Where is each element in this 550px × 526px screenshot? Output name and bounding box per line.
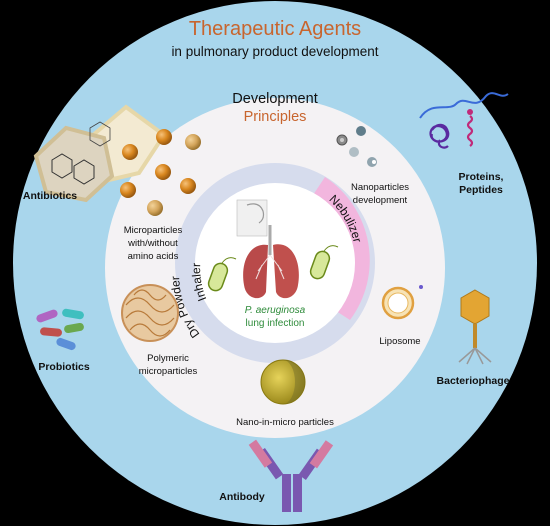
nebulizer-band: [313, 177, 370, 320]
microparticles-label-3: amino acids: [127, 251, 179, 262]
bacterium-left-icon: [207, 257, 237, 292]
infection-label-1: P. aeruginosa: [244, 305, 306, 316]
bacteriophage-icon: [458, 289, 492, 365]
proteins-label: Proteins,: [458, 171, 504, 183]
liposome-icon: [381, 285, 423, 320]
lung-icon: [236, 199, 299, 299]
polymeric-label-2: microparticles: [138, 366, 198, 377]
probiotics-icon: [36, 308, 84, 351]
probiotics-label: Probiotics: [38, 361, 90, 373]
polymeric-label-1: Polymeric: [147, 353, 189, 364]
nanoparticles-label-2: development: [352, 195, 408, 206]
liposome-label: Liposome: [379, 336, 421, 347]
nano-in-micro-particle-icon: [260, 359, 306, 405]
antibody-icon: [248, 439, 334, 512]
principles-heading: Principles: [243, 109, 307, 125]
protein-peptide-icon: [419, 92, 509, 149]
peptides-label: Peptides: [459, 184, 503, 196]
nanoparticles-label-1: Nanoparticles: [350, 182, 410, 193]
bacteriophage-label: Bacteriophage: [436, 375, 510, 387]
nanoparticles-icon: [336, 126, 377, 167]
microparticles-icon: [120, 129, 201, 216]
bacterium-right-icon: [309, 245, 339, 280]
antibody-label: Antibody: [219, 491, 265, 503]
diagram-subtitle: in pulmonary product development: [171, 44, 379, 59]
antibiotics-label: Antibiotics: [22, 190, 78, 202]
diagram-title: Therapeutic Agents: [188, 18, 362, 40]
antibiotic-molecule-icon: [33, 104, 167, 203]
nano-in-micro-label: Nano-in-micro particles: [236, 417, 334, 428]
polymeric-microparticle-icon: [121, 284, 179, 342]
microparticles-label-2: with/without: [128, 238, 178, 249]
microparticles-label-1: Microparticles: [123, 225, 183, 236]
development-heading: Development: [232, 91, 318, 107]
infection-label-2: lung infection: [245, 318, 305, 329]
